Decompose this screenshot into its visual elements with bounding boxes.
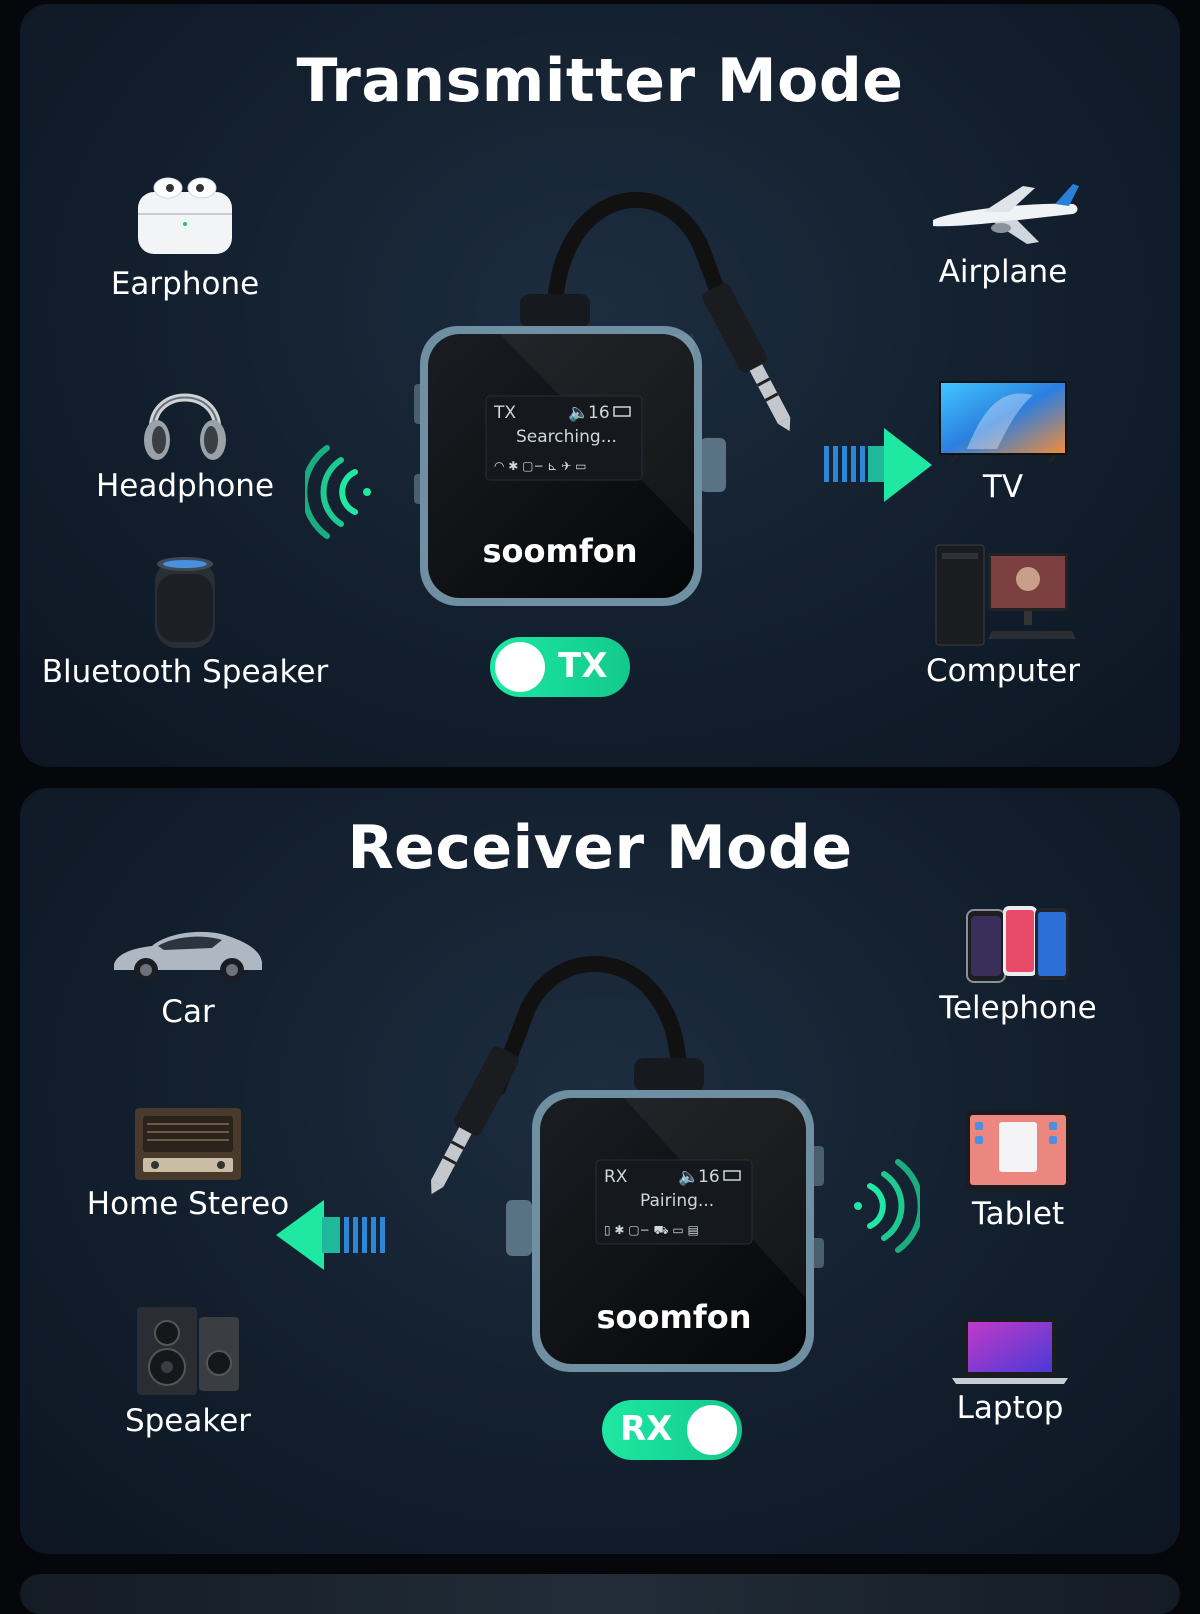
brand-logo: soomfon — [482, 532, 637, 570]
wireless-signal-icon — [854, 1159, 920, 1253]
toggle-label: RX — [620, 1409, 673, 1449]
headphone-icon — [144, 393, 226, 460]
screen-volume: 16 — [588, 403, 610, 423]
wireless-signal-icon — [305, 445, 371, 539]
device-label: Telephone — [939, 990, 1097, 1026]
screen-mode: TX — [493, 403, 516, 423]
toggle-knob — [687, 1405, 737, 1455]
home-stereo-icon — [135, 1108, 241, 1180]
device-label: Laptop — [956, 1390, 1064, 1426]
airplane-icon — [933, 184, 1079, 244]
soomfon-adapter-device: RX 🔈 16 Pairing... ▯ ✱ ▢− ⛟ ▭ ▤ soomfon — [430, 955, 824, 1372]
receiver-mode-title: Receiver Mode — [347, 813, 853, 883]
device-telephone: Telephone — [868, 904, 1168, 1026]
device-headphone: Headphone — [35, 372, 335, 504]
tablet-icon — [965, 1110, 1071, 1190]
device-home-stereo: Home Stereo — [38, 1106, 338, 1222]
svg-text:🔈: 🔈 — [678, 1167, 699, 1187]
arrow-right-icon — [824, 428, 932, 502]
device-bluetooth-speaker: Bluetooth Speaker — [35, 554, 335, 690]
device-label: Speaker — [124, 1403, 252, 1439]
svg-text:🔈: 🔈 — [568, 403, 589, 423]
device-label: Bluetooth Speaker — [41, 654, 329, 690]
svg-text:▯ ✱ ▢− ⛟ ▭ ▤: ▯ ✱ ▢− ⛟ ▭ ▤ — [604, 1223, 699, 1237]
device-label: Home Stereo — [86, 1186, 290, 1222]
device-label: Car — [161, 994, 215, 1030]
car-icon — [114, 931, 262, 982]
arrow-left-icon — [276, 1200, 385, 1270]
bluetooth-speaker-icon — [155, 557, 215, 648]
speaker-icon — [137, 1307, 239, 1395]
device-label: TV — [982, 469, 1024, 505]
device-airplane: Airplane — [853, 182, 1153, 290]
device-tv: TV — [853, 379, 1153, 505]
device-earphone: Earphone — [35, 162, 335, 302]
transmitter-mode-title: Transmitter Mode — [296, 46, 904, 116]
receiver-mode-panel: Receiver Mode Car Home Stereo — [20, 788, 1180, 1554]
brand-logo: soomfon — [596, 1298, 751, 1336]
screen-mode: RX — [604, 1167, 628, 1187]
device-label: Earphone — [110, 266, 260, 302]
transmitter-mode-panel: Transmitter Mode Earphone Headphone — [20, 4, 1180, 767]
device-speaker: Speaker — [38, 1303, 338, 1439]
computer-icon — [935, 544, 1076, 646]
earphone-icon — [138, 177, 232, 254]
screen-status: Pairing... — [640, 1191, 714, 1211]
toggle-label: TX — [558, 646, 608, 686]
rx-mode-toggle[interactable]: RX — [602, 1400, 742, 1460]
soomfon-adapter-device: TX 🔈 16 Searching... ◠ ✱ ▢− ⊾ ✈ ▭ soomfo… — [414, 191, 791, 606]
laptop-icon — [952, 1318, 1068, 1384]
device-tablet: Tablet — [868, 1108, 1168, 1232]
screen-volume: 16 — [698, 1167, 720, 1187]
device-label: Tablet — [971, 1196, 1065, 1232]
toggle-knob — [495, 642, 545, 692]
device-laptop: Laptop — [860, 1316, 1160, 1426]
next-section-edge — [20, 1574, 1180, 1614]
tv-icon — [939, 381, 1067, 464]
device-label: Headphone — [95, 468, 275, 504]
svg-text:◠ ✱ ▢− ⊾ ✈ ▭: ◠ ✱ ▢− ⊾ ✈ ▭ — [494, 459, 586, 473]
tx-mode-toggle[interactable]: TX — [490, 637, 630, 697]
device-label: Computer — [925, 653, 1081, 689]
telephone-icon — [966, 906, 1069, 983]
screen-status: Searching... — [516, 427, 617, 447]
device-label: Airplane — [938, 254, 1068, 290]
device-car: Car — [38, 916, 338, 1030]
device-computer: Computer — [853, 539, 1153, 689]
